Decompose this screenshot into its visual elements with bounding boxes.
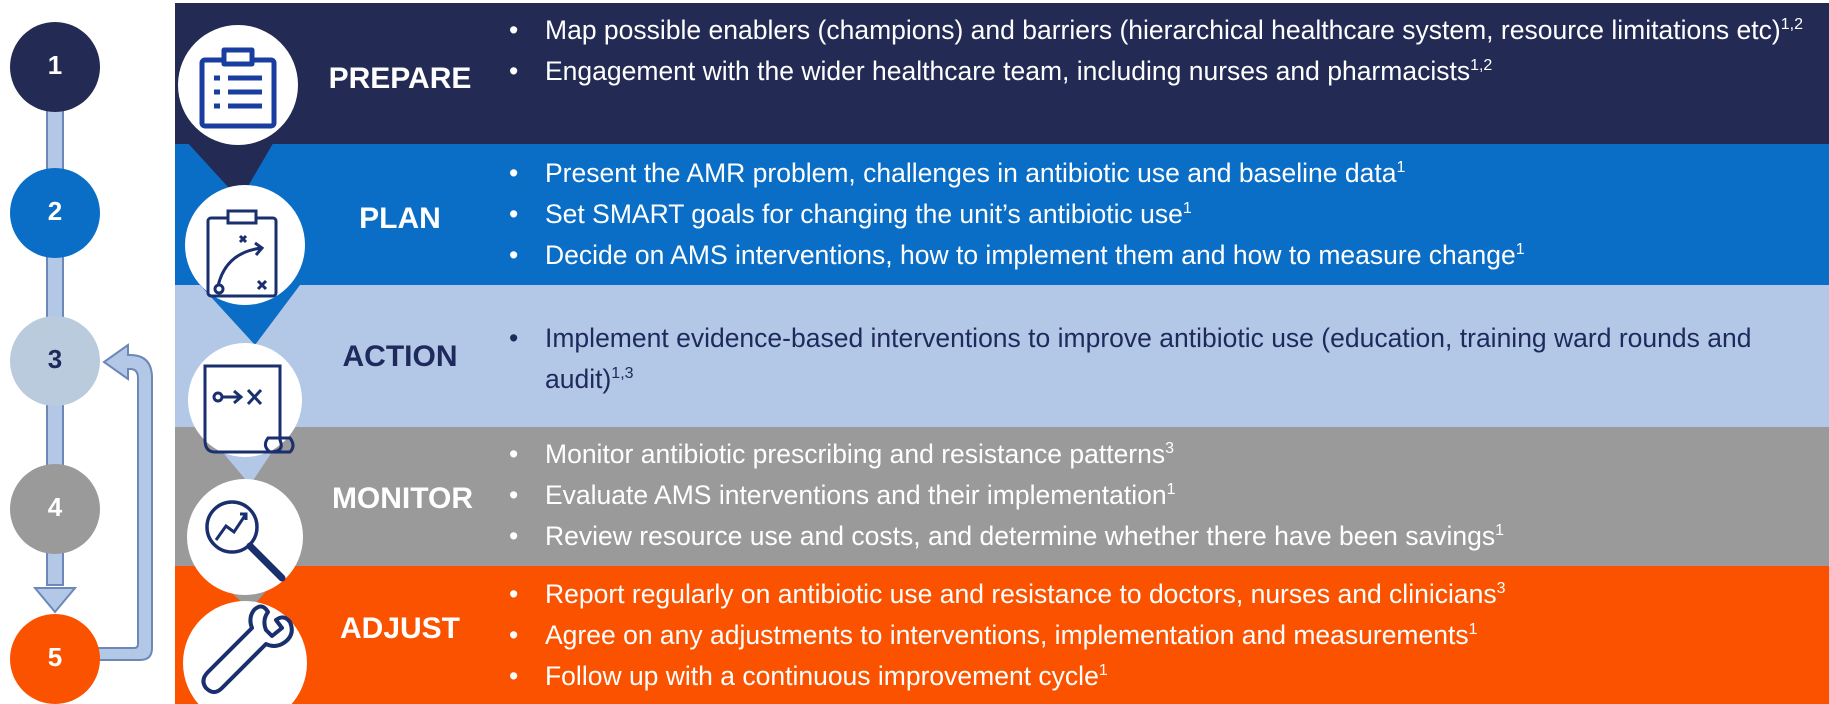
bullet-item: Evaluate AMS interventions and their imp… <box>505 475 1815 516</box>
scroll-action-icon <box>203 364 295 454</box>
step-circle-3 <box>10 316 100 406</box>
strategy-board-icon <box>206 209 278 298</box>
bullet-item: Engagement with the wider healthcare tea… <box>505 51 1815 92</box>
bullet-item: Agree on any adjustments to intervention… <box>505 615 1815 656</box>
step-number-5: 5 <box>47 642 63 672</box>
bullet-item: Decide on AMS interventions, how to impl… <box>505 235 1825 276</box>
step-circle-5 <box>10 614 100 704</box>
bullet-item: Present the AMR problem, challenges in a… <box>505 153 1825 194</box>
icon-circle-action <box>188 343 302 457</box>
bullets-action: Implement evidence-based interventions t… <box>505 318 1815 400</box>
stage-label-prepare: PREPARE <box>328 62 472 95</box>
bullets-monitor: Monitor antibiotic prescribing and resis… <box>505 434 1815 557</box>
bullet-item: Implement evidence-based interventions t… <box>505 318 1815 400</box>
step-circle-4 <box>10 464 100 554</box>
stage-label-adjust: ADJUST <box>339 612 460 645</box>
step-number-4: 4 <box>47 492 63 522</box>
bullets-plan: Present the AMR problem, challenges in a… <box>505 153 1825 276</box>
step-number-3: 3 <box>47 344 63 374</box>
bullet-item: Map possible enablers (champions) and ba… <box>505 10 1815 51</box>
step-circle-2 <box>10 168 100 258</box>
return-loop-arrow <box>91 343 153 661</box>
icon-circle-adjust <box>183 601 307 704</box>
icon-circle-plan <box>185 185 305 305</box>
step-number-2: 2 <box>47 196 63 226</box>
bullets-adjust: Report regularly on antibiotic use and r… <box>505 574 1815 697</box>
step-circle-1 <box>10 22 100 112</box>
bullets-prepare: Map possible enablers (champions) and ba… <box>505 10 1815 92</box>
clipboard-list-icon <box>199 47 277 129</box>
icon-circle-monitor <box>187 479 303 595</box>
bullet-item: Follow up with a continuous improvement … <box>505 656 1815 697</box>
magnifier-chart-icon <box>205 500 286 582</box>
bullet-item: Monitor antibiotic prescribing and resis… <box>505 434 1815 475</box>
wrench-icon <box>201 604 294 694</box>
stage-label-action: ACTION <box>342 340 458 373</box>
bullet-item: Set SMART goals for changing the unit’s … <box>505 194 1825 235</box>
bullet-item: Report regularly on antibiotic use and r… <box>505 574 1815 615</box>
stage-label-plan: PLAN <box>359 202 441 235</box>
pointer-prepare <box>185 140 275 200</box>
bullet-item: Review resource use and costs, and deter… <box>505 516 1815 557</box>
down-arrow-head <box>32 587 78 614</box>
stage-label-monitor: MONITOR <box>331 482 474 515</box>
icon-circle-prepare <box>178 25 298 145</box>
step-number-1: 1 <box>47 50 63 80</box>
